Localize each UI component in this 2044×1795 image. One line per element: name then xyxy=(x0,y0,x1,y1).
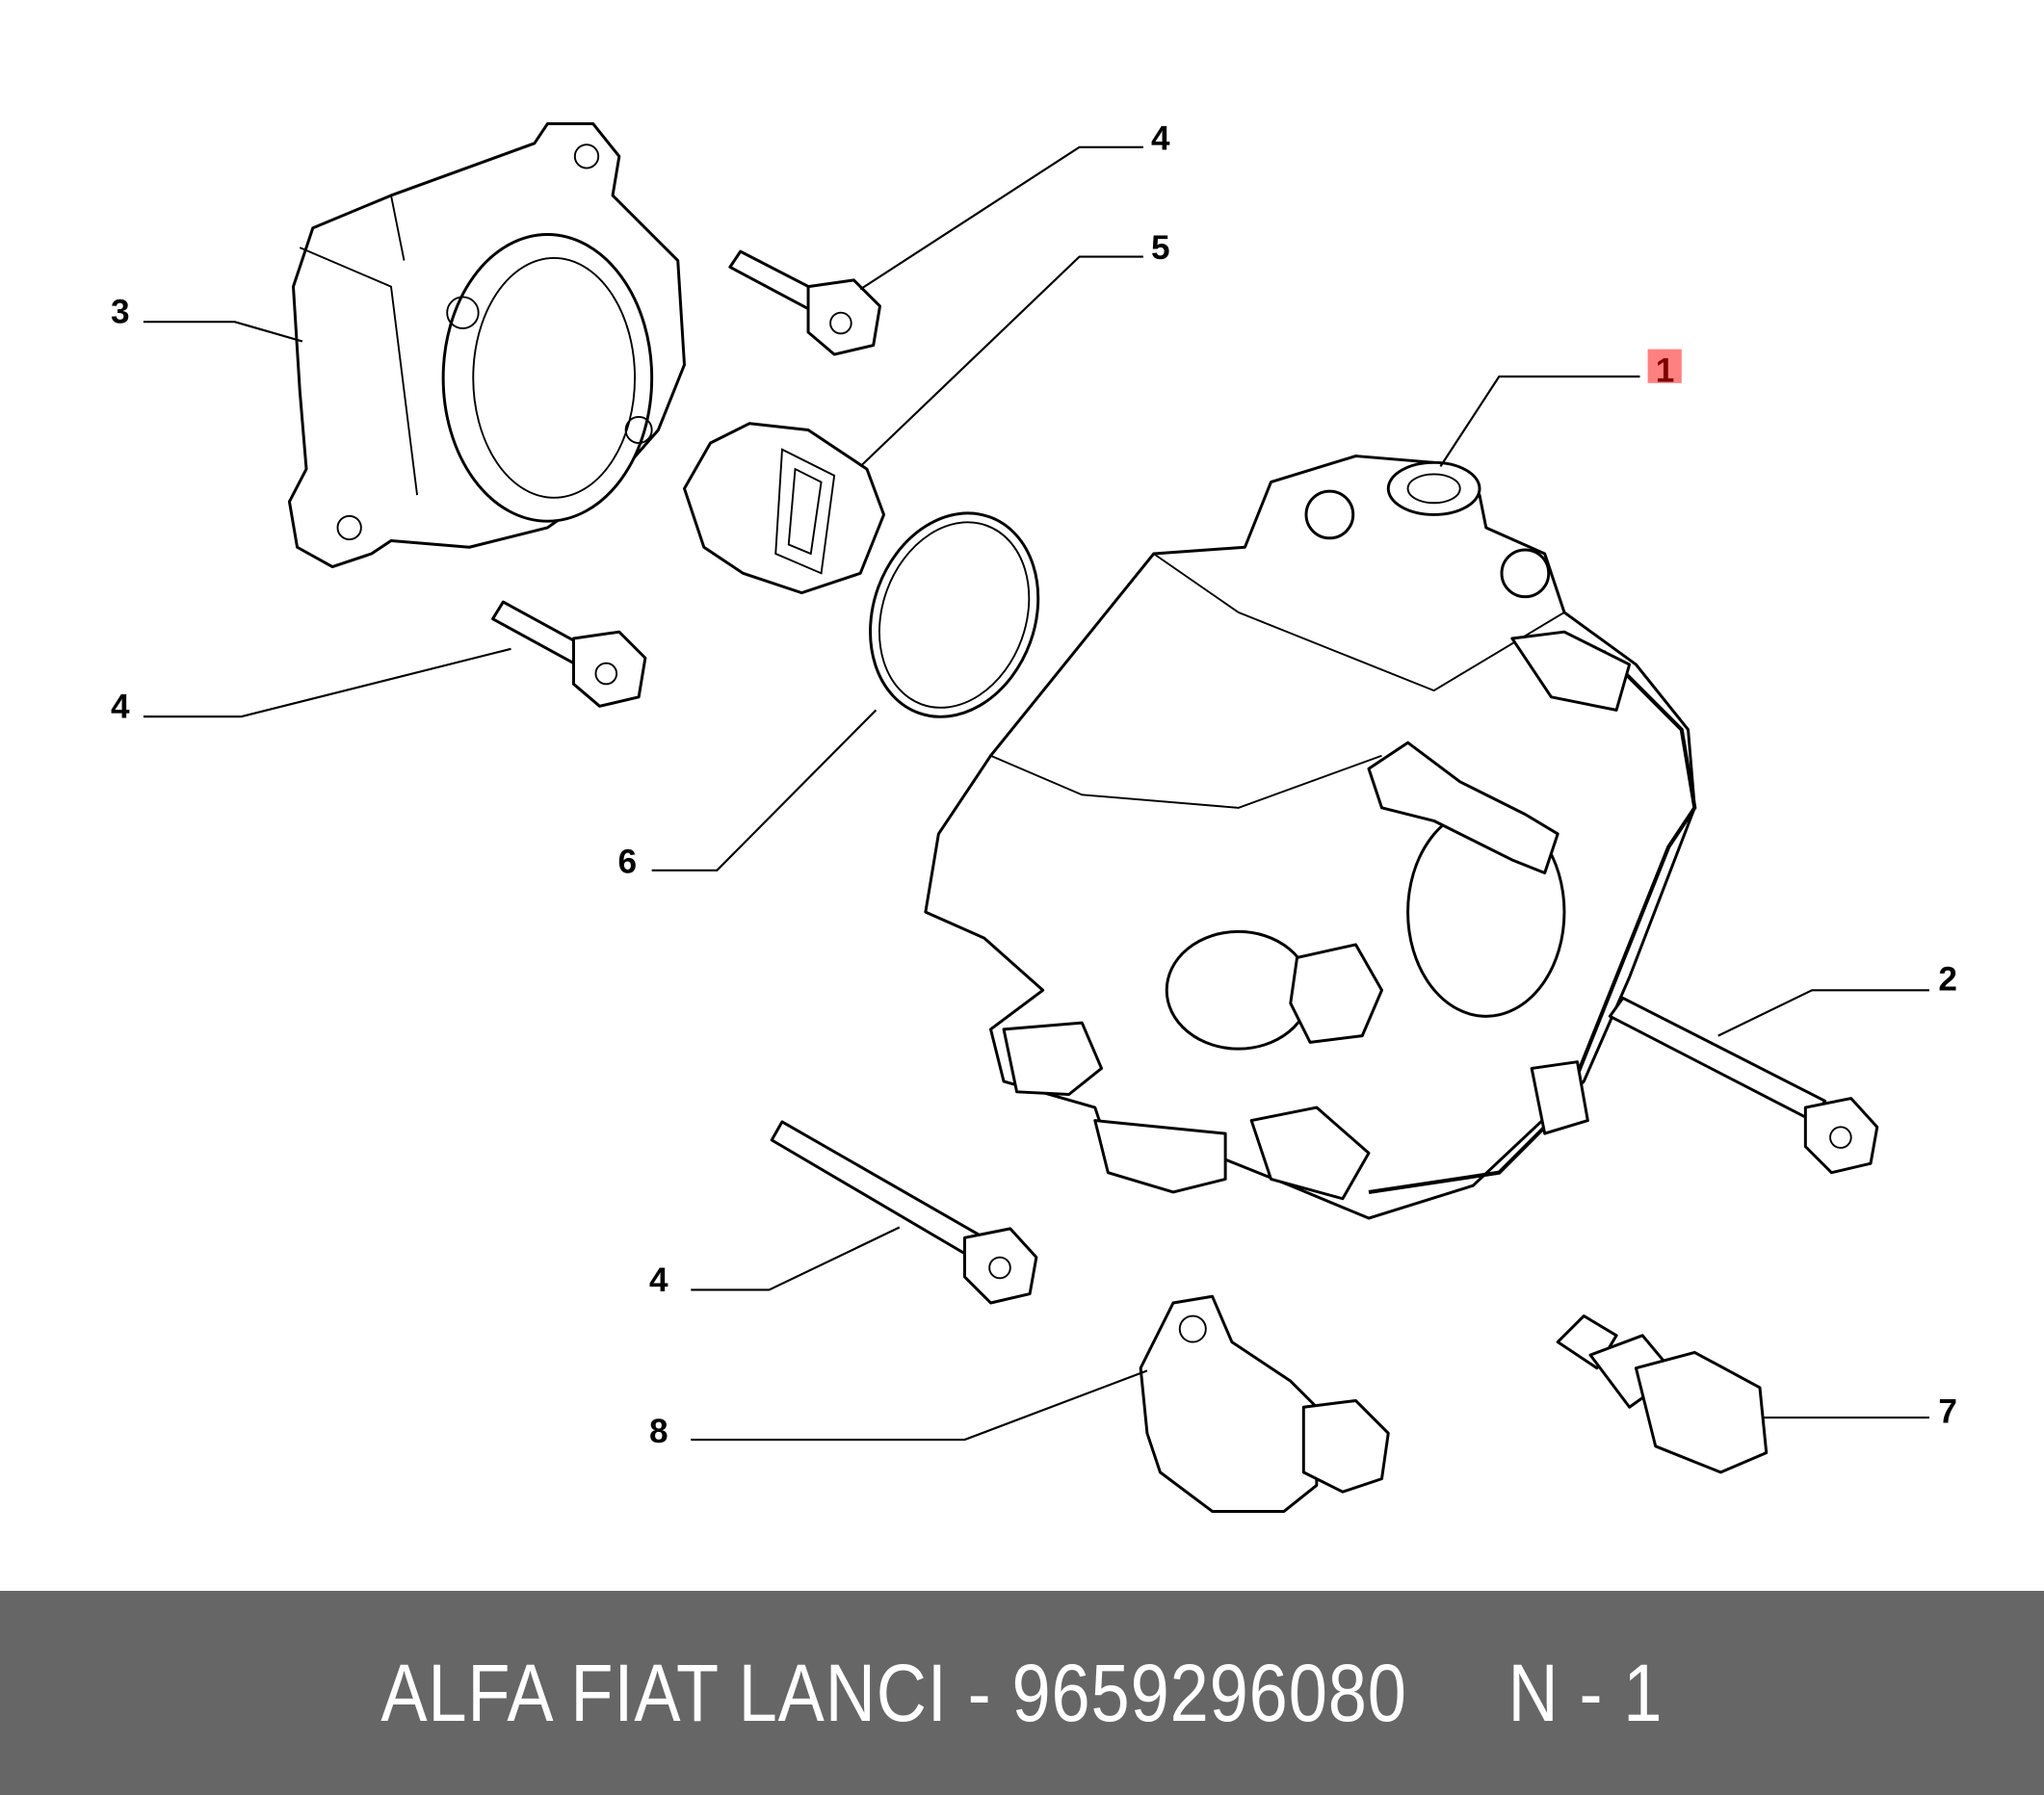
callout-1-highlight xyxy=(1647,349,1682,383)
footer-bar: ALFA FIAT LANCI - 9659296080 N - 1 xyxy=(0,1591,2044,1795)
part-6-o-ring xyxy=(869,511,1040,718)
callout-6[interactable]: 6 xyxy=(617,844,637,881)
part-8-metering-valve xyxy=(1139,1294,1390,1513)
part-1-high-pressure-pump xyxy=(924,455,1697,1220)
leader-8 xyxy=(691,1369,1148,1442)
part-5-coupling xyxy=(683,422,886,595)
part-4-bolt-top xyxy=(728,249,881,356)
callout-8[interactable]: 8 xyxy=(649,1413,668,1450)
part-7-sensor xyxy=(1556,1314,1769,1474)
part-number-caption: ALFA FIAT LANCI - 9659296080 N - 1 xyxy=(380,1647,1664,1738)
callout-4-lower[interactable]: 4 xyxy=(649,1262,668,1299)
leader-5 xyxy=(859,255,1143,468)
callout-7[interactable]: 7 xyxy=(1938,1392,1957,1430)
leader-3 xyxy=(143,321,303,343)
callout-5[interactable]: 5 xyxy=(1151,229,1170,267)
leader-lines xyxy=(143,145,1929,1442)
callout-3[interactable]: 3 xyxy=(111,294,130,331)
callout-4-middle[interactable]: 4 xyxy=(111,689,130,726)
part-3-flange-housing xyxy=(287,122,686,569)
callout-2[interactable]: 2 xyxy=(1938,960,1957,998)
leader-2 xyxy=(1717,989,1929,1037)
leader-6 xyxy=(651,709,878,871)
callout-4-top[interactable]: 4 xyxy=(1151,120,1170,158)
leader-4a xyxy=(859,145,1143,291)
part-4-bolt-middle xyxy=(491,600,647,708)
leader-4c xyxy=(691,1226,901,1291)
part-2-long-bolt xyxy=(1608,996,1879,1175)
callout-1[interactable]: 1 xyxy=(1656,351,1675,389)
exploded-parts-diagram: 1 2 3 4 4 4 5 6 7 8 xyxy=(111,120,1957,1513)
leader-4b xyxy=(143,647,511,718)
leader-1 xyxy=(1439,375,1640,467)
part-4-long-bolt-lower xyxy=(770,1120,1038,1305)
